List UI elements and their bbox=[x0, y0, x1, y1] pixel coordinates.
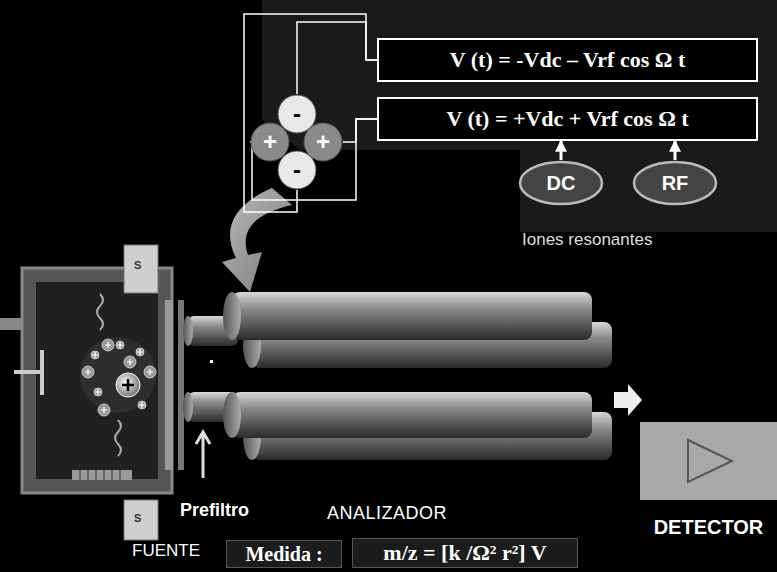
signal-arrow bbox=[674, 141, 677, 160]
rf-source: RF bbox=[632, 160, 718, 206]
formula-box: V (t) = +Vdc + Vrf cos Ω t bbox=[377, 97, 758, 141]
measure-label-box: Medida : bbox=[226, 540, 342, 568]
wire bbox=[343, 119, 377, 142]
quadrupole-analyzer bbox=[223, 292, 642, 460]
wire bbox=[297, 22, 377, 94]
part-name: FUENTE bbox=[132, 541, 200, 561]
signal-arrow bbox=[560, 141, 563, 160]
measure-label-box-text: Medida : bbox=[245, 543, 322, 565]
formula-box-text: V (t) = +Vdc + Vrf cos Ω t bbox=[446, 107, 688, 131]
rf-source-text: RF bbox=[662, 172, 689, 194]
rod-pole-minus: - bbox=[277, 150, 317, 190]
formula-box-text: V (t) = -Vdc – Vrf cos Ω t bbox=[450, 48, 685, 72]
panel bbox=[262, 0, 777, 232]
wire bbox=[250, 119, 377, 200]
rod-pole-minus-text: - bbox=[293, 101, 301, 127]
rod-pole-minus-text: - bbox=[293, 157, 301, 183]
wire bbox=[244, 14, 377, 212]
dc-source-text: DC bbox=[547, 172, 576, 194]
magnet-pole: S bbox=[134, 512, 141, 524]
caption-label: Iones resonantes bbox=[522, 230, 652, 250]
detector-text: DETECTOR bbox=[654, 516, 764, 538]
formula-box: V (t) = -Vdc – Vrf cos Ω t bbox=[377, 38, 758, 82]
magnet-pole: S bbox=[134, 259, 141, 271]
formula-box: m/z = [k /Ω² r²] V bbox=[352, 538, 578, 568]
ion-source bbox=[0, 245, 184, 540]
rod-pole-plus-text: + bbox=[316, 129, 330, 155]
dc-source: DC bbox=[518, 160, 604, 206]
rod-pole-plus-text: + bbox=[263, 129, 277, 155]
curved-arrow bbox=[222, 188, 292, 292]
part-name: Prefiltro bbox=[180, 500, 249, 521]
detector: DETECTOR bbox=[640, 420, 777, 538]
part-name: ANALIZADOR bbox=[327, 503, 447, 524]
formula-box-text: m/z = [k /Ω² r²] V bbox=[383, 541, 546, 565]
